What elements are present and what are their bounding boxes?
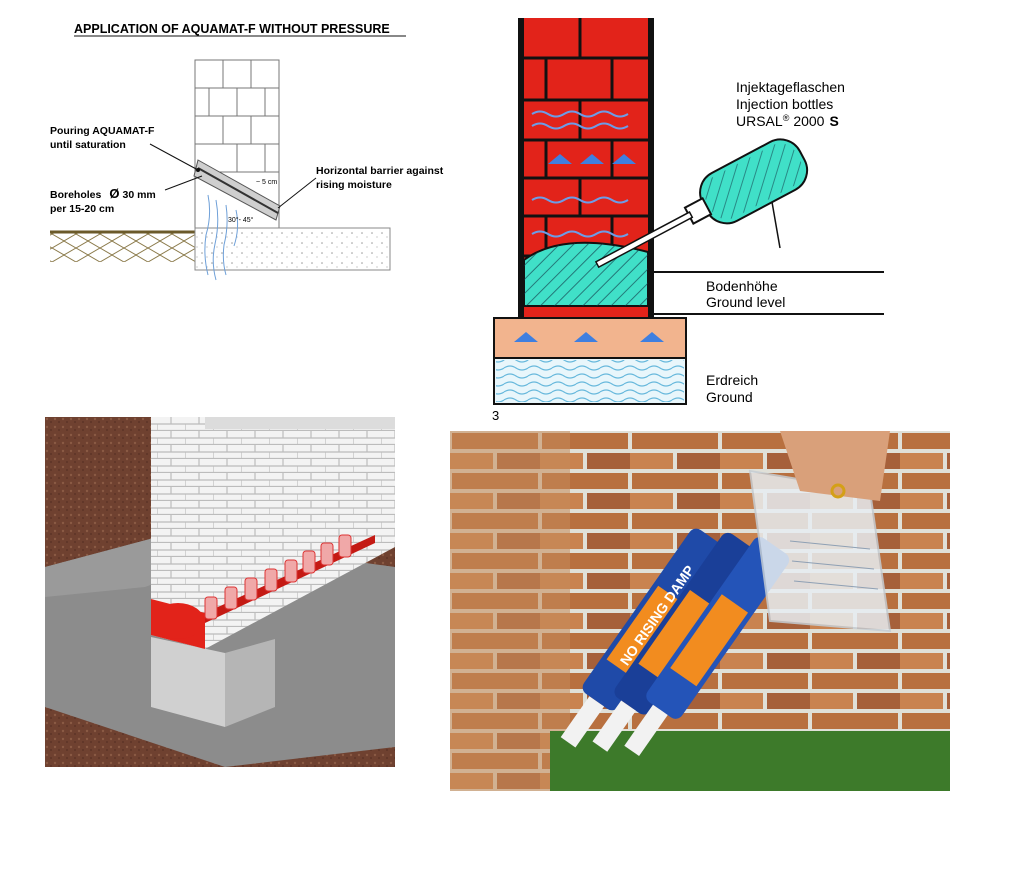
bottle-leader <box>771 201 781 249</box>
barrier-label-line1: Horizontal barrier against <box>316 165 444 177</box>
bore-label-line2: per 15-20 cm <box>50 203 114 215</box>
foundation-block <box>151 637 225 727</box>
bottles-label-en: Injection bottles <box>736 96 833 112</box>
sealant-cartridges: NO RISING DAMP <box>560 528 790 757</box>
injection-drawing: Injektageflaschen Injection bottles URSA… <box>492 18 884 423</box>
render-illustration <box>45 417 395 767</box>
pour-leader <box>149 143 199 171</box>
soil-left <box>50 232 195 262</box>
floor-slab <box>194 227 391 271</box>
barrier-label-line2: rising moisture <box>316 179 392 191</box>
panel-cartridge-photo: NO RISING DAMP <box>450 431 950 791</box>
panel-3d-render <box>45 417 395 767</box>
pour-label-line1: Pouring AQUAMAT-F <box>50 125 155 137</box>
white-brick-wall <box>151 417 205 649</box>
aquamat-drawing: APPLICATION OF AQUAMAT-F WITHOUT PRESSUR… <box>50 22 444 281</box>
ground-level-label-en: Ground level <box>706 294 785 310</box>
barrier-leader <box>277 177 317 209</box>
ground-label-en: Ground <box>706 389 753 405</box>
grass <box>550 731 950 791</box>
aquamat-title: APPLICATION OF AQUAMAT-F WITHOUT PRESSUR… <box>74 22 390 36</box>
figure-number: 3 <box>492 408 499 423</box>
cartridge-scene: NO RISING DAMP <box>450 431 950 791</box>
depth-label: ~ 5 cm <box>256 179 277 186</box>
bottles-label-de: Injektageflaschen <box>736 79 845 95</box>
injection-bottle <box>594 138 809 269</box>
hand <box>780 431 890 501</box>
injection-ampoules <box>204 534 375 623</box>
panel-aquamat-diagram: APPLICATION OF AQUAMAT-F WITHOUT PRESSUR… <box>40 10 480 300</box>
angle-label: 30°- 45° <box>228 216 254 224</box>
borehole-band <box>193 159 281 221</box>
panel-injection-diagram: Injektageflaschen Injection bottles URSA… <box>480 12 900 424</box>
pour-label-line2: until saturation <box>50 139 126 151</box>
ground-level-label-de: Bodenhöhe <box>706 278 778 294</box>
moisture-lines <box>204 194 239 281</box>
ground-label-de: Erdreich <box>706 372 758 388</box>
